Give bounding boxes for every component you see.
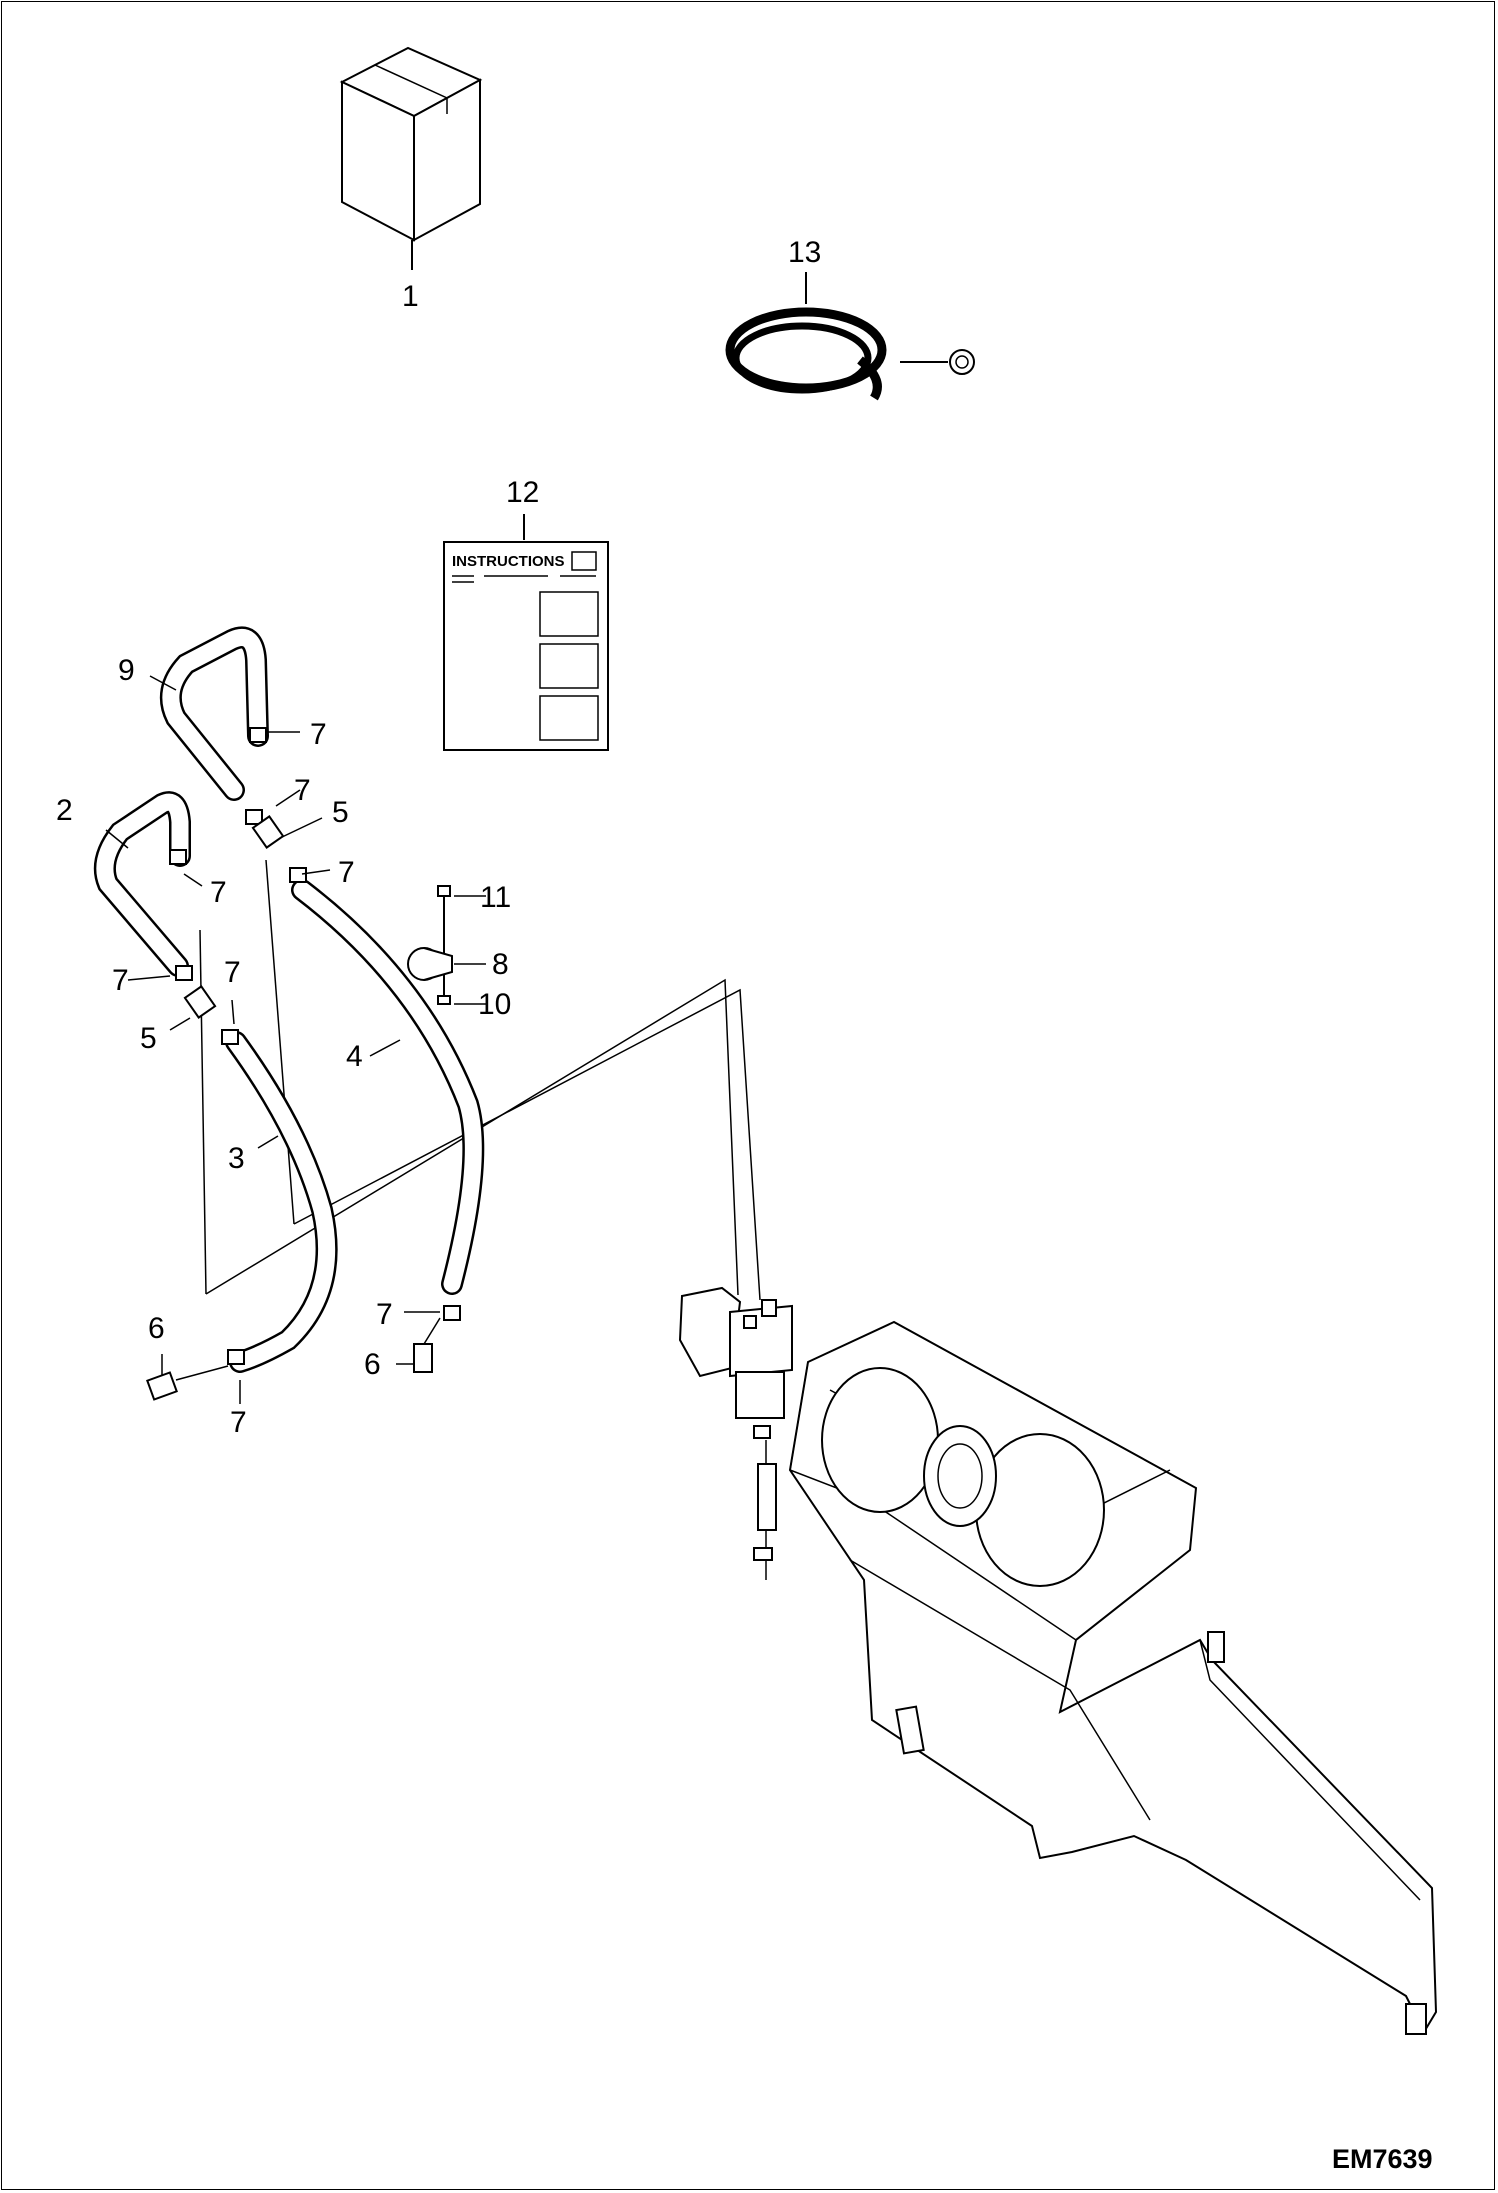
callout-2[interactable]: 2 bbox=[56, 794, 73, 827]
bolt-11[interactable] bbox=[437, 885, 451, 996]
part-13-tubing-coil[interactable] bbox=[725, 307, 975, 401]
heater-blower-housing[interactable] bbox=[788, 1320, 1438, 2035]
callout-6a[interactable]: 6 bbox=[148, 1312, 165, 1345]
part-1-box[interactable] bbox=[339, 46, 483, 242]
callout-3[interactable]: 3 bbox=[228, 1142, 245, 1175]
callout-12[interactable]: 12 bbox=[506, 476, 539, 509]
callout-10[interactable]: 10 bbox=[478, 988, 511, 1021]
callout-4[interactable]: 4 bbox=[346, 1040, 363, 1073]
callout-7e[interactable]: 7 bbox=[112, 964, 129, 997]
callout-7d[interactable]: 7 bbox=[210, 876, 227, 909]
clamp-8[interactable] bbox=[407, 947, 453, 981]
callout-11[interactable]: 11 bbox=[480, 881, 511, 914]
instructions-label: INSTRUCTIONS bbox=[452, 553, 565, 570]
callout-8[interactable]: 8 bbox=[492, 948, 509, 981]
callout-7c[interactable]: 7 bbox=[338, 856, 355, 889]
callout-5a[interactable]: 5 bbox=[332, 796, 349, 829]
valve-assembly[interactable] bbox=[678, 1286, 793, 1580]
callout-9[interactable]: 9 bbox=[118, 654, 135, 687]
part-12-instructions[interactable]: INSTRUCTIONS bbox=[443, 541, 609, 751]
callout-6b[interactable]: 6 bbox=[364, 1348, 381, 1381]
connector-5-group[interactable] bbox=[183, 815, 285, 1019]
callout-7h[interactable]: 7 bbox=[230, 1406, 247, 1439]
drawing-code: EM7639 bbox=[1332, 2144, 1433, 2174]
callout-7a[interactable]: 7 bbox=[310, 718, 327, 751]
leader-lines bbox=[105, 675, 486, 1404]
callout-7f[interactable]: 7 bbox=[224, 956, 241, 989]
callout-7g[interactable]: 7 bbox=[376, 1298, 393, 1331]
callout-1[interactable]: 1 bbox=[402, 280, 419, 313]
nut-10[interactable] bbox=[437, 995, 451, 1005]
firewall-panel-outline bbox=[199, 859, 761, 1301]
fitting-6-group[interactable] bbox=[146, 1317, 441, 1401]
callout-13[interactable]: 13 bbox=[788, 236, 821, 269]
callout-5b[interactable]: 5 bbox=[140, 1022, 157, 1055]
callout-7b[interactable]: 7 bbox=[294, 774, 311, 807]
clamp-7-group[interactable] bbox=[169, 727, 461, 1365]
